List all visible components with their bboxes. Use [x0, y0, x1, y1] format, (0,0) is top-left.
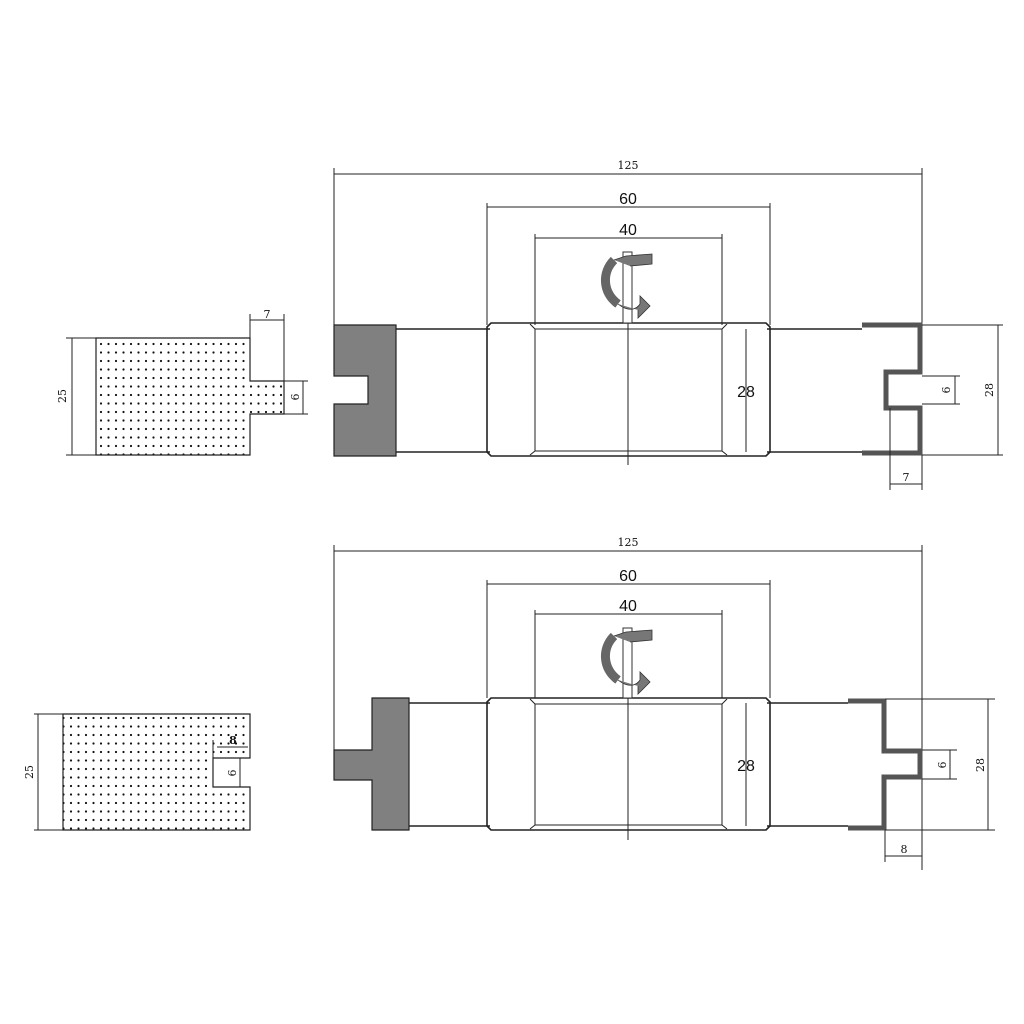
center-sleeve: [486, 697, 771, 831]
dimension-label: 28: [974, 758, 987, 772]
left-profile-t-block: [333, 697, 410, 831]
dimension-label: 28: [737, 758, 755, 775]
dimension-125-bottom: 125: [333, 536, 923, 870]
dimension-label: 28: [983, 383, 996, 397]
dimension-label: 7: [264, 308, 271, 321]
dimension-label: 8: [901, 843, 908, 856]
dimension-40-bottom: 40: [534, 598, 723, 698]
dimension-label: 40: [619, 598, 637, 615]
center-sleeve: [486, 322, 771, 457]
dimension-label: 25: [23, 765, 36, 779]
dimension-label: 25: [56, 389, 69, 403]
right-profile-channel: [848, 698, 923, 831]
bottom-sample-section: 8 6 25: [23, 713, 251, 831]
dimension-125-top: 125: [333, 159, 923, 325]
dimension-label: 6: [289, 394, 302, 401]
dimension-label: 8: [229, 734, 237, 747]
right-profile-channel: [862, 322, 923, 456]
dimension-label: 125: [618, 159, 639, 172]
dimension-60-bottom: 60: [486, 568, 771, 698]
dimension-label: 7: [903, 471, 910, 484]
dimension-label: 6: [940, 387, 953, 394]
dimension-label: 60: [619, 191, 637, 208]
dimension-label: 125: [618, 536, 639, 549]
left-profile-block: [333, 324, 397, 457]
dimension-label: 40: [619, 222, 637, 239]
dimension-label: 28: [737, 384, 755, 401]
top-assembly: 125 60 40 28: [333, 159, 1003, 490]
dimension-40-top: 40: [534, 222, 723, 325]
dimension-60-top: 60: [486, 191, 771, 325]
dimension-label: 60: [619, 568, 637, 585]
dimension-label: 6: [936, 762, 949, 769]
top-sample-section: 25 7 6: [56, 308, 308, 456]
dimension-label: 6: [226, 770, 239, 777]
bottom-assembly: 125 60 40 28: [333, 536, 995, 870]
rotation-arrow-icon: [601, 627, 653, 699]
rotation-arrow-icon: [601, 251, 653, 324]
